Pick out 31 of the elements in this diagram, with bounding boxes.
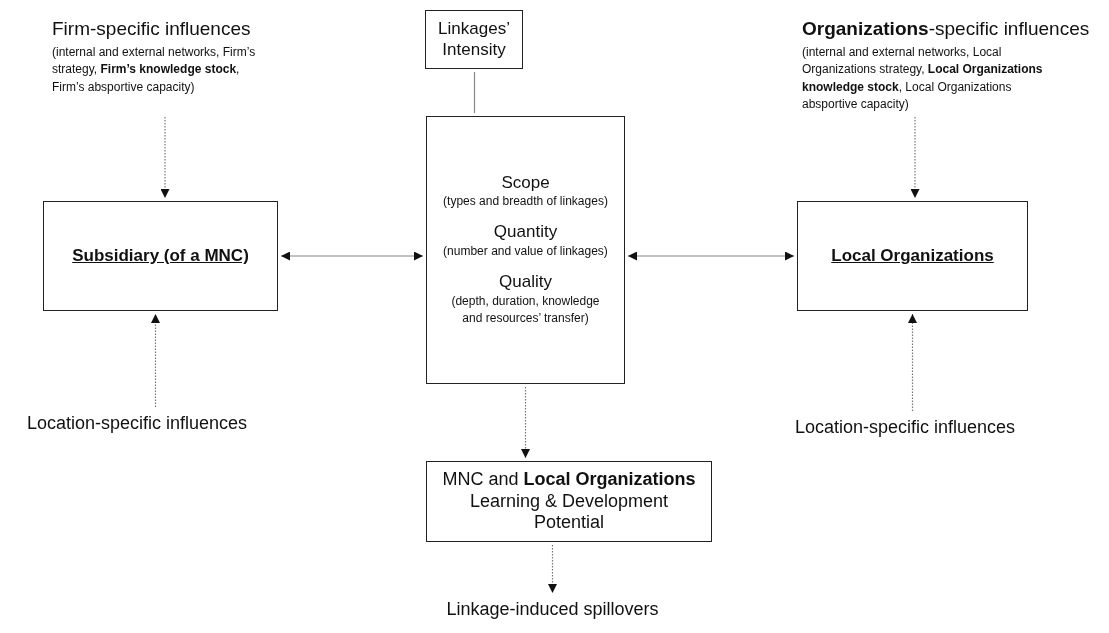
arrow	[521, 386, 530, 459]
heading-text: Scope	[501, 172, 550, 193]
arrow	[280, 251, 424, 261]
heading-text: Local Organizations	[831, 245, 994, 267]
note-text: (depth, duration, knowledge and resources’ transfer)	[450, 292, 601, 327]
arrow	[548, 544, 557, 594]
arrow	[908, 313, 917, 412]
heading-text: Linkages’ Intensity	[437, 19, 511, 60]
heading-text: Location-specific influences	[26, 413, 248, 435]
process-box	[426, 461, 712, 542]
arrow	[627, 251, 795, 261]
heading-text: Quantity	[493, 222, 558, 243]
heading-text: Linkage-induced spillovers	[446, 599, 659, 621]
heading-text: Subsidiary (of a MNC)	[72, 245, 249, 267]
heading-text: MNC and Local Organizations Learning & Development Potential	[441, 469, 697, 534]
heading-text: Location-specific influences	[794, 417, 1016, 439]
process-box	[425, 10, 523, 69]
connector-line	[473, 71, 476, 114]
process-box	[797, 201, 1028, 311]
arrow	[910, 116, 920, 199]
heading-text: Quality	[499, 272, 552, 293]
note-text: (types and breadth of linkages)	[443, 193, 608, 210]
heading-text: Firm-specific influences	[52, 18, 251, 41]
note-text: (number and value of linkages)	[443, 242, 608, 260]
note-text: (internal and external networks, Local Organizations strategy, Local Organizations knowledge stock, Local Organizations absportive capacity)	[802, 43, 1044, 113]
process-box	[43, 201, 278, 311]
heading-text: Organizations-specific influences	[802, 18, 1090, 41]
note-text: (internal and external networks, Firm’s strategy, Firm’s knowledge stock, Firm’s absportive capacity)	[52, 43, 257, 96]
arrow	[160, 116, 170, 199]
arrow	[151, 313, 160, 408]
process-box	[426, 116, 625, 384]
